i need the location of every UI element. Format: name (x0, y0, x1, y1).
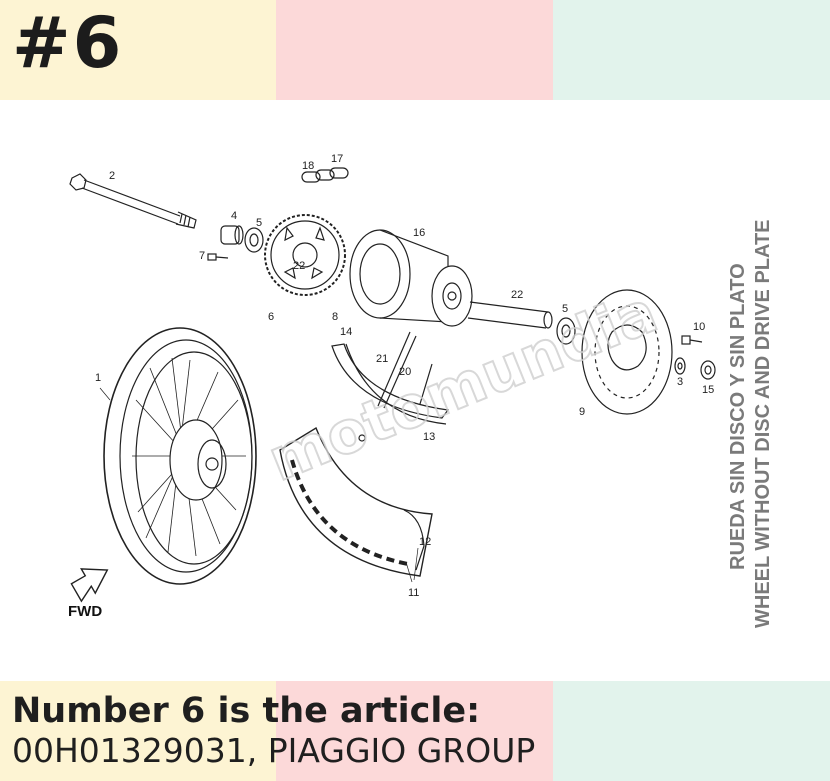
side-title-spanish: RUEDA SIN DISCO Y SIN PLATO (727, 263, 749, 570)
chain-links (301, 167, 349, 183)
band-segment-green (553, 0, 830, 100)
band-segment-yellow (0, 0, 276, 100)
part-label: 1 (95, 372, 102, 384)
part-label: 4 (231, 210, 238, 222)
side-title-english: WHEEL WITHOUT DISC AND DRIVE PLATE (752, 219, 774, 628)
bearing-right (556, 317, 576, 345)
sprocket-carrier (349, 229, 449, 323)
exploded-diagram: 1 2 3 4 5 5 6 7 8 9 10 11 12 13 14 15 16… (0, 100, 830, 681)
rear-hub (431, 265, 473, 327)
band-segment-yellow (0, 681, 276, 781)
part-label: 17 (331, 153, 344, 165)
part-label: 9 (579, 406, 586, 418)
part-label: 15 (702, 384, 715, 396)
part-label: 5 (562, 303, 569, 315)
watermark: motomundia (258, 276, 667, 495)
caption-article: 00H01329031, PIAGGIO GROUP (12, 731, 536, 770)
brake-disc (581, 289, 673, 415)
part-label: 7 (199, 250, 206, 262)
part-label: 2 (109, 170, 116, 182)
part-label: 13 (423, 431, 436, 443)
part-label: 20 (399, 366, 412, 378)
part-label: 16 (413, 227, 426, 239)
part-label: 22 (293, 260, 306, 272)
part-label: 18 (302, 160, 315, 172)
band-segment-pink (276, 681, 553, 781)
band-segment-pink (276, 0, 553, 100)
wheel-diagram-svg (69, 167, 716, 603)
forward-label: FWD (68, 603, 103, 620)
part-label: 11 (408, 587, 420, 599)
disc-bolt (681, 335, 703, 345)
header-band (0, 0, 830, 100)
spacer-tube (467, 301, 553, 329)
spokes (377, 331, 433, 409)
axle-bolt (69, 173, 197, 229)
wheel (103, 327, 257, 585)
leader-lines (99, 387, 419, 583)
part-label: 6 (268, 311, 275, 323)
spoke-nipple (358, 434, 366, 442)
spacer (220, 225, 244, 245)
part-label: 8 (332, 311, 339, 323)
part-label: 22 (511, 289, 524, 301)
part-label: 21 (376, 353, 389, 365)
axle-nut (700, 360, 716, 380)
washer (674, 357, 686, 375)
part-label: 3 (677, 376, 684, 388)
item-number-badge: #6 (12, 2, 124, 84)
part-label: 14 (340, 326, 353, 338)
part-label: 12 (419, 536, 432, 548)
forward-arrow (70, 568, 109, 603)
bearing-left (244, 227, 264, 253)
watermark-text: motomundia (259, 277, 666, 494)
caption-heading: Number 6 is the article: (12, 691, 481, 731)
part-label: 10 (693, 321, 706, 333)
tyre (279, 426, 433, 577)
part-label: 5 (256, 217, 263, 229)
band-segment-green (553, 681, 830, 781)
sprocket-bolt (207, 253, 229, 261)
sprocket (264, 214, 346, 296)
rim-band (331, 343, 450, 425)
footer-band (0, 681, 830, 781)
